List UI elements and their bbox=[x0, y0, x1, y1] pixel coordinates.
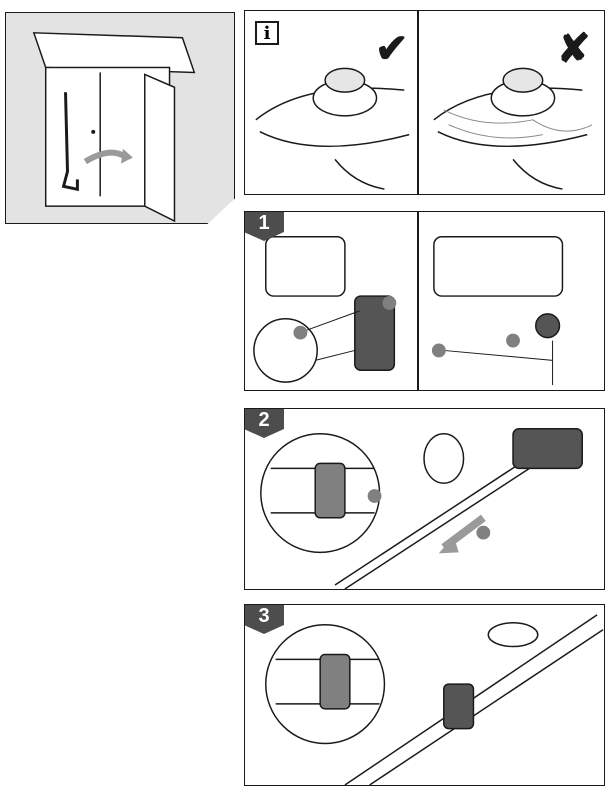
battery-insert-illustration bbox=[253, 235, 564, 386]
shaft-clip-open-illustration bbox=[260, 428, 583, 589]
correct-check-icon: ✔ bbox=[375, 27, 409, 71]
trimmer-head-illustration bbox=[255, 67, 593, 190]
info-icon: i bbox=[255, 21, 279, 45]
step-2-panel: 2 bbox=[244, 408, 605, 590]
info-panel: i ✔ ✘ bbox=[244, 10, 605, 195]
shaft-clip-close-illustration bbox=[265, 614, 604, 785]
storage-panel bbox=[5, 12, 235, 224]
step-3-panel: 3 bbox=[244, 604, 605, 786]
cabinet-storage-icon bbox=[32, 32, 196, 223]
wrong-cross-icon: ✘ bbox=[557, 27, 591, 71]
step-1-panel: 1 bbox=[244, 211, 605, 391]
step-1-divider bbox=[417, 212, 419, 390]
info-divider bbox=[417, 11, 419, 194]
